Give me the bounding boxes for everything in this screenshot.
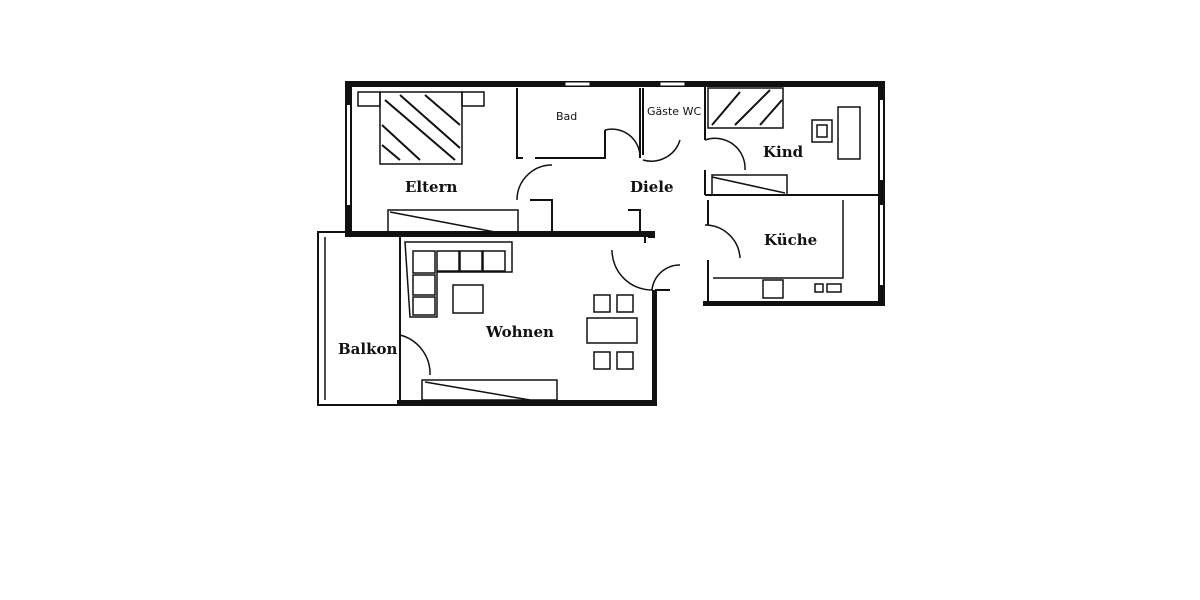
walls [317,81,885,406]
furniture [357,87,861,401]
room-label-balkon: Balkon [338,340,397,358]
room-label-kueche: Küche [764,231,817,249]
room-label-bad: Bad [556,110,577,123]
room-label-kind: Kind [763,143,804,161]
room-label-diele: Diele [630,178,674,196]
room-label-wohnen: Wohnen [485,323,554,341]
room-label-eltern: Eltern [405,178,458,196]
room-label-gaeste-wc: Gäste WC [647,105,701,118]
room-labels: Eltern Bad Gäste WC Kind Diele Küche Woh… [338,105,817,358]
doors [399,128,746,376]
